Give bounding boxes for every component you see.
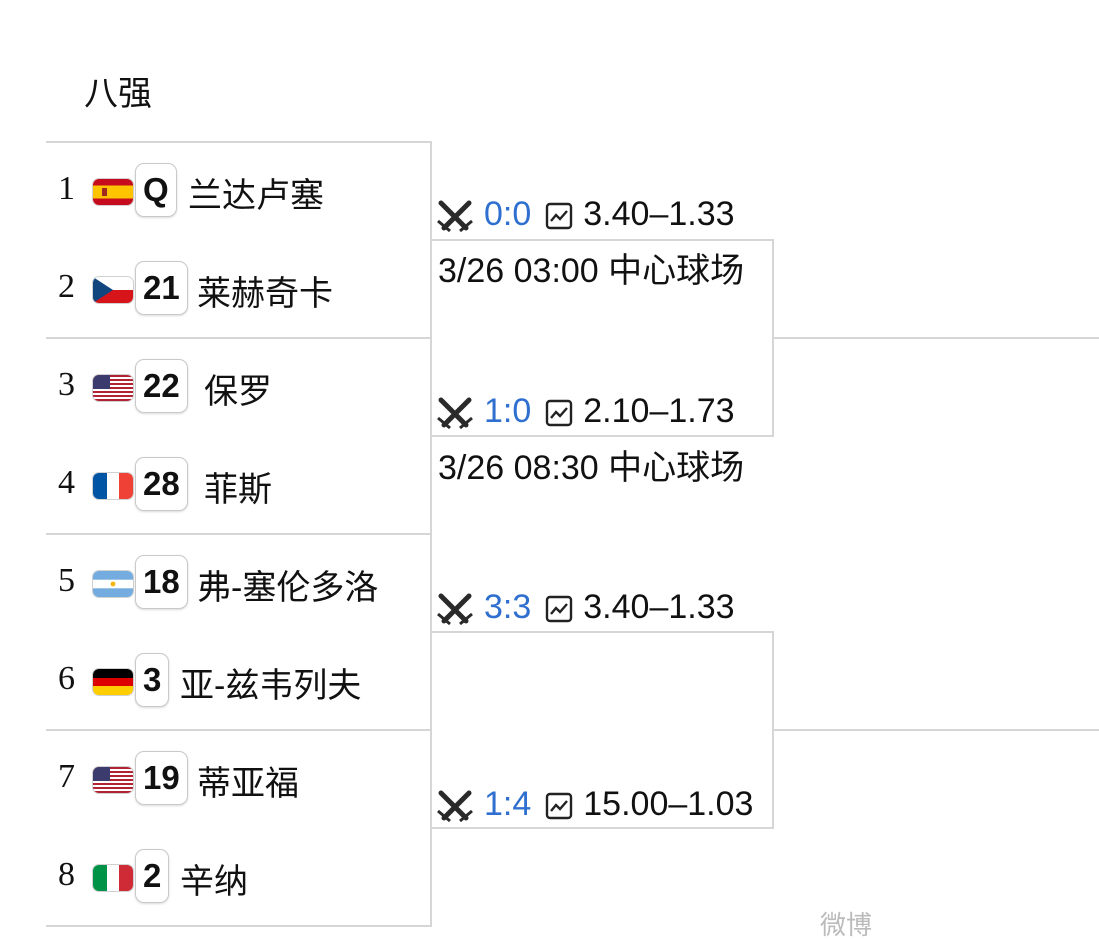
round-title: 八强 [84,75,152,113]
germany-flag-icon [93,669,133,695]
player-name[interactable]: 保罗 [204,373,272,411]
player-row[interactable]: 2 21 莱赫奇卡 [46,240,430,338]
crossed-swords-icon [436,392,474,430]
seed-badge: Q [135,163,177,217]
divider [432,631,774,633]
player-row[interactable]: 3 22 保罗 [46,338,430,436]
player-name[interactable]: 兰达卢塞 [188,177,324,215]
divider [46,337,432,339]
player-name[interactable]: 莱赫奇卡 [197,275,333,313]
player-name[interactable]: 辛纳 [180,863,248,901]
seed-badge: 2 [135,849,170,903]
crossed-swords-icon [436,588,474,626]
usa-flag-icon [93,767,133,793]
seed-number: 5 [58,562,75,599]
player-row[interactable]: 1 Q 兰达卢塞 [46,142,430,240]
seed-number: 8 [58,856,75,893]
match-info[interactable]: 0:0 3.40–1.33 [436,192,735,236]
seed-number: 1 [58,170,75,207]
player-name[interactable]: 菲斯 [204,471,272,509]
match-odds: 15.00–1.03 [583,784,754,823]
seed-badge: 22 [135,359,188,413]
divider [772,239,774,437]
match-score[interactable]: 0:0 [484,194,532,233]
match-schedule: 3/26 03:00 中心球场 [438,252,745,290]
player-name[interactable]: 亚-兹韦列夫 [180,667,362,705]
match-score[interactable]: 3:3 [484,587,532,626]
player-name[interactable]: 弗-塞伦多洛 [197,569,379,607]
trend-chart-icon[interactable] [545,593,573,623]
seed-badge: 28 [135,457,188,511]
player-name[interactable]: 蒂亚福 [197,765,299,803]
player-row[interactable]: 6 3 亚-兹韦列夫 [46,632,430,730]
watermark: 微博 [820,910,873,940]
divider [432,239,774,241]
seed-number: 2 [58,268,75,305]
czech-flag-icon [93,277,133,303]
divider [430,141,432,927]
match-odds: 3.40–1.33 [583,587,735,626]
divider [432,435,774,437]
player-row[interactable]: 5 18 弗-塞伦多洛 [46,534,430,632]
match-score[interactable]: 1:4 [484,784,532,823]
usa-flag-icon [93,375,133,401]
divider [432,827,774,829]
crossed-swords-icon [436,785,474,823]
seed-badge: 19 [135,751,188,805]
player-row[interactable]: 7 19 蒂亚福 [46,730,430,828]
divider [774,729,1099,731]
spain-flag-icon [93,179,133,205]
seed-number: 3 [58,366,75,403]
seed-badge: 3 [135,653,170,707]
crossed-swords-icon [436,195,474,233]
divider [772,631,774,829]
player-row[interactable]: 8 2 辛纳 [46,828,430,926]
seed-number: 6 [58,660,75,697]
divider [46,925,432,927]
match-score[interactable]: 1:0 [484,391,532,430]
argentina-flag-icon [93,571,133,597]
seed-number: 7 [58,758,75,795]
match-info[interactable]: 1:4 15.00–1.03 [436,782,753,826]
match-odds: 2.10–1.73 [583,391,735,430]
player-row[interactable]: 4 28 菲斯 [46,436,430,534]
match-info[interactable]: 3:3 3.40–1.33 [436,585,735,629]
divider [46,533,432,535]
divider [46,141,432,143]
trend-chart-icon[interactable] [545,397,573,427]
divider [46,729,432,731]
trend-chart-icon[interactable] [545,790,573,820]
match-info[interactable]: 1:0 2.10–1.73 [436,389,735,433]
seed-badge: 21 [135,261,188,315]
trend-chart-icon[interactable] [545,200,573,230]
seed-badge: 18 [135,555,188,609]
match-schedule: 3/26 08:30 中心球场 [438,449,745,487]
divider [774,337,1099,339]
seed-number: 4 [58,464,75,501]
match-odds: 3.40–1.33 [583,194,735,233]
italy-flag-icon [93,865,133,891]
france-flag-icon [93,473,133,499]
